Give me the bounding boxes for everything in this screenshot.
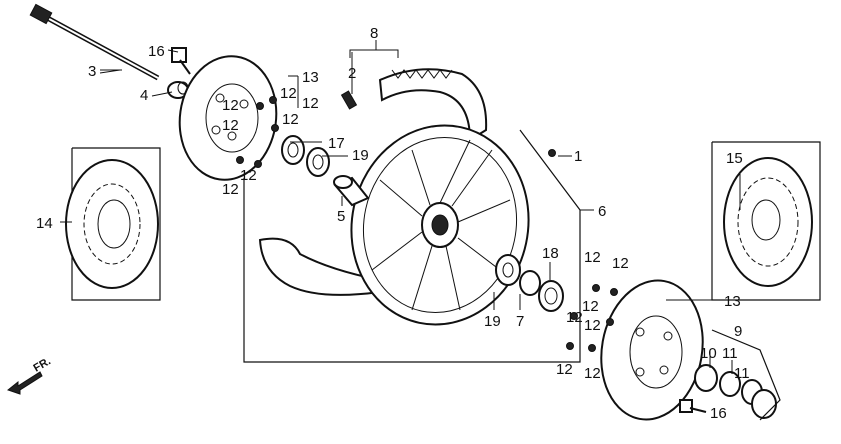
callout-12-4: 12 bbox=[302, 95, 319, 112]
callout-labels: 1 2 3 4 5 6 7 8 9 10 11 11 12 12 12 12 1… bbox=[36, 25, 750, 422]
wheel-assembly-bracket bbox=[243, 129, 581, 363]
brake-disc-right bbox=[600, 279, 704, 421]
callout-9: 9 bbox=[734, 323, 742, 340]
callout-19b: 19 bbox=[484, 313, 501, 330]
callout-12-5: 12 bbox=[282, 111, 299, 128]
callout-12-2: 12 bbox=[222, 117, 239, 134]
callout-16b: 16 bbox=[710, 405, 727, 422]
callout-16a: 16 bbox=[148, 43, 165, 60]
callout-6: 6 bbox=[598, 203, 606, 220]
distance-collar bbox=[333, 175, 370, 207]
callout-5: 5 bbox=[337, 208, 345, 225]
callout-12-3: 12 bbox=[280, 85, 297, 102]
callout-3: 3 bbox=[88, 63, 96, 80]
disc-bolt-bottom bbox=[679, 399, 707, 413]
wheel-rim bbox=[350, 124, 530, 326]
callout-12-14: 12 bbox=[566, 309, 583, 326]
callout-12-6: 12 bbox=[240, 167, 257, 184]
direction-label: FR. bbox=[32, 355, 53, 374]
disc-nuts bbox=[236, 96, 618, 352]
leader-lines bbox=[60, 40, 741, 374]
callout-2: 2 bbox=[348, 65, 356, 82]
callout-8: 8 bbox=[370, 25, 378, 42]
callout-11a: 11 bbox=[722, 345, 738, 362]
callout-19a: 19 bbox=[352, 147, 369, 164]
callout-12-1: 12 bbox=[222, 97, 239, 114]
right-bearing-set bbox=[495, 254, 564, 312]
brake-disc-15 bbox=[711, 141, 821, 301]
callout-12-7: 12 bbox=[222, 181, 239, 198]
callout-4: 4 bbox=[140, 87, 148, 104]
callout-12-10: 12 bbox=[582, 298, 599, 315]
callout-15: 15 bbox=[726, 150, 743, 167]
callout-12-12: 12 bbox=[556, 361, 573, 378]
callout-13a: 13 bbox=[302, 69, 319, 86]
callout-12-8: 12 bbox=[584, 249, 601, 266]
callout-12-9: 12 bbox=[612, 255, 629, 272]
callout-7: 7 bbox=[516, 313, 524, 330]
callout-17: 17 bbox=[328, 135, 345, 152]
callout-14: 14 bbox=[36, 215, 53, 232]
callout-13b: 13 bbox=[724, 293, 741, 310]
callout-10: 10 bbox=[700, 345, 717, 362]
brake-disc-14 bbox=[65, 147, 161, 301]
front-direction-arrow-icon bbox=[6, 371, 43, 395]
left-bearing-set bbox=[281, 135, 330, 177]
callout-18: 18 bbox=[542, 245, 559, 262]
tire bbox=[258, 68, 488, 296]
speedometer-gear-set bbox=[694, 329, 781, 421]
valve-stem bbox=[340, 90, 358, 110]
disc-bolt-top bbox=[171, 47, 191, 75]
callout-1: 1 bbox=[574, 148, 582, 165]
callout-11b: 11 bbox=[734, 365, 750, 382]
callout-12-11: 12 bbox=[584, 317, 601, 334]
callout-12-13: 12 bbox=[584, 365, 601, 382]
